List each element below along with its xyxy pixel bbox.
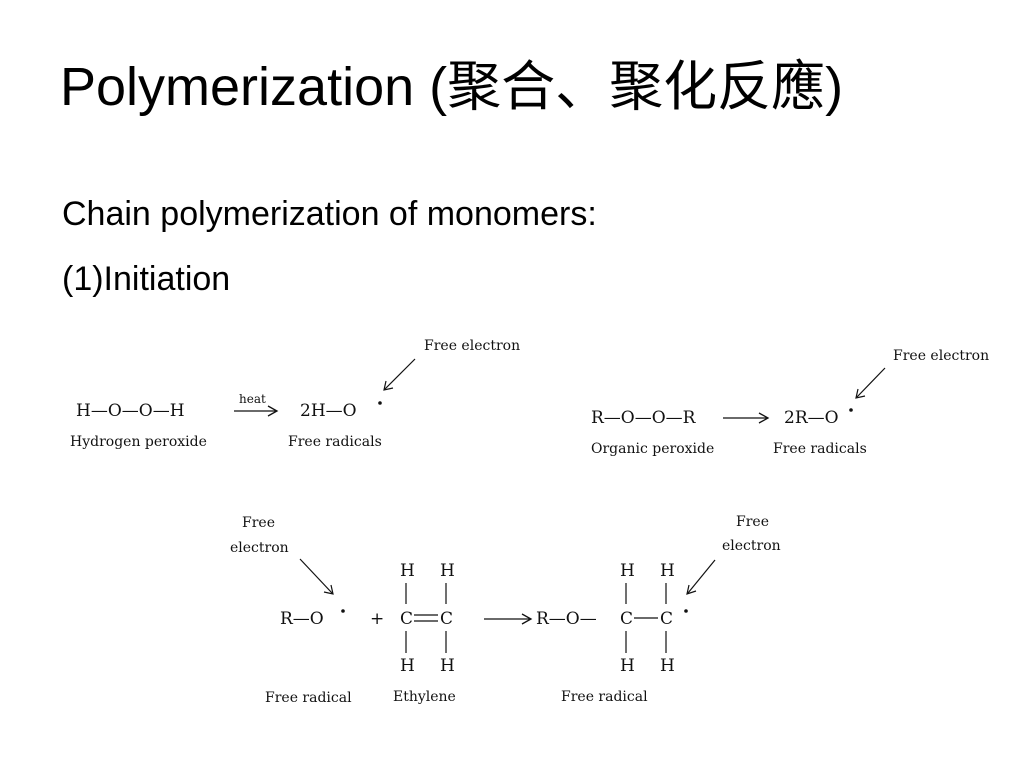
free-electron-dot	[849, 408, 853, 412]
free-radicals-caption: Free radicals	[773, 441, 867, 457]
free-electron-dot	[378, 401, 382, 405]
figure-radical-ethylene: Free electron R—O + H H C C H H	[228, 505, 793, 710]
ethylene-h-bottom-right: H	[440, 656, 455, 676]
ethylene-structure: H H C C H H	[400, 561, 455, 676]
free-electron-annotation: Free electron	[424, 338, 520, 354]
free-electron-annotation-left-1: Free	[242, 515, 275, 531]
reaction-arrow	[484, 613, 533, 625]
product-h-top-left: H	[620, 561, 635, 581]
product-c-right: C	[660, 609, 673, 629]
product-h-top-right: H	[660, 561, 675, 581]
heat-label: heat	[239, 392, 266, 406]
free-radical-formula: 2R—O	[784, 408, 839, 428]
free-electron-annotation: Free electron	[893, 348, 989, 364]
ethylene-c-right: C	[440, 609, 453, 629]
organic-peroxide-caption: Organic peroxide	[591, 441, 714, 457]
figure-organic-peroxide: R—O—O—R 2R—O Organic peroxide Free radic…	[583, 342, 997, 460]
annotation-arrow-right	[686, 559, 716, 595]
free-electron-annotation-right-1: Free	[736, 514, 769, 530]
free-radicals-caption: Free radicals	[288, 434, 382, 450]
annotation-arrow-left	[299, 558, 334, 595]
ethylene-h-bottom-left: H	[400, 656, 415, 676]
figure-hydrogen-peroxide: H—O—O—H heat 2H—O Hydrogen peroxide Free…	[62, 335, 537, 455]
product-free-radical-caption: Free radical	[561, 689, 648, 705]
reaction-arrow	[723, 412, 770, 424]
annotation-arrow	[855, 367, 886, 399]
ethylene-caption: Ethylene	[393, 689, 456, 705]
free-electron-dot	[684, 609, 688, 613]
ethylene-c-left: C	[400, 609, 413, 629]
hydrogen-peroxide-formula: H—O—O—H	[76, 401, 185, 421]
product-c-left: C	[620, 609, 633, 629]
free-electron-dot	[341, 609, 345, 613]
ethylene-h-top-left: H	[400, 561, 415, 581]
product-prefix: R—O—	[536, 609, 597, 629]
plus-sign: +	[370, 609, 384, 629]
free-electron-annotation-right-2: electron	[722, 538, 781, 554]
free-radical-formula: 2H—O	[300, 401, 357, 421]
body-line-chain-polymerization: Chain polymerization of monomers:	[62, 195, 597, 233]
hydrogen-peroxide-caption: Hydrogen peroxide	[70, 434, 207, 450]
organic-peroxide-formula: R—O—O—R	[591, 408, 697, 428]
product-h-bottom-left: H	[620, 656, 635, 676]
slide-title: Polymerization (聚合、聚化反應)	[60, 57, 844, 117]
product-h-bottom-right: H	[660, 656, 675, 676]
product-structure: R—O— H H C C H H	[536, 561, 688, 676]
reaction-arrow	[234, 405, 279, 417]
ethylene-h-top-right: H	[440, 561, 455, 581]
radical-formula: R—O	[280, 609, 324, 629]
free-radical-caption: Free radical	[265, 690, 352, 706]
annotation-arrow	[383, 358, 416, 391]
free-electron-annotation-left-2: electron	[230, 540, 289, 556]
body-line-initiation: (1)Initiation	[62, 260, 231, 298]
